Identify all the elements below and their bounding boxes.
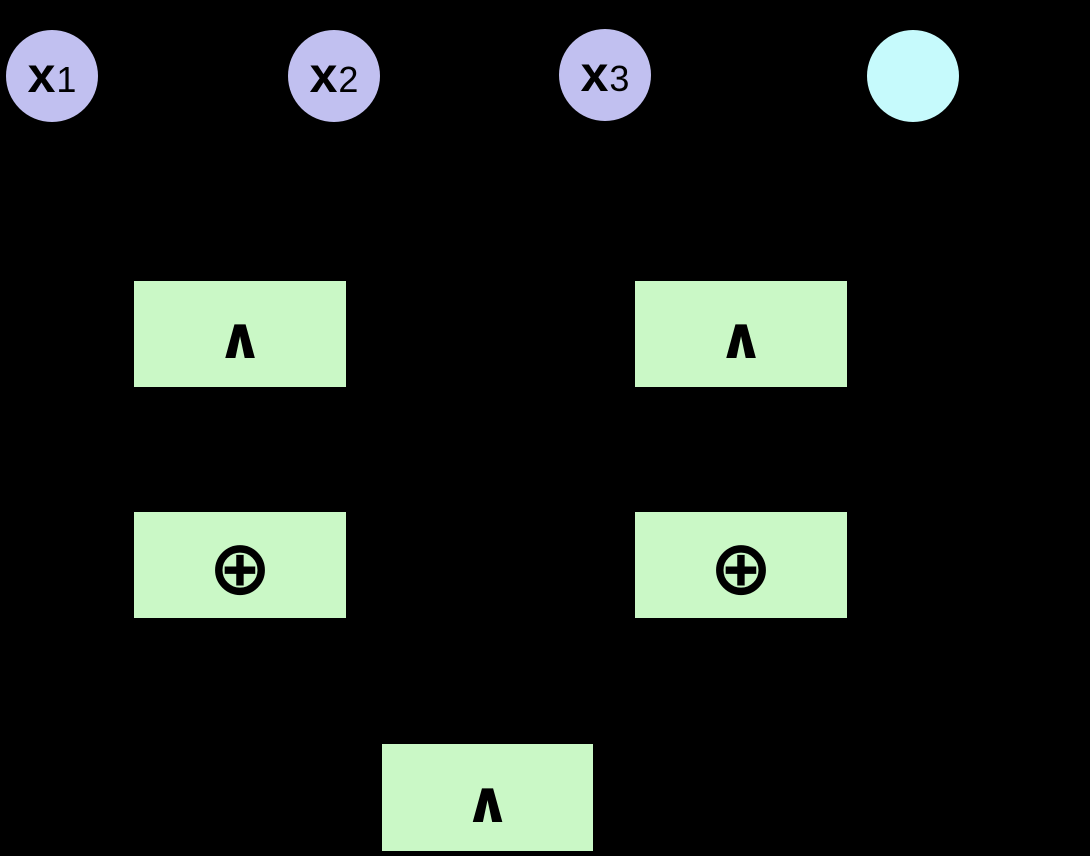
and-icon: ∧ (463, 767, 512, 836)
xor-gate-left: ⊕ (134, 512, 346, 618)
output-node (867, 30, 959, 122)
and-icon: ∧ (717, 304, 765, 372)
and-gate-left: ∧ (134, 281, 346, 387)
node-label-base: x (309, 47, 338, 103)
node-label-subscript: 3 (609, 58, 630, 99)
xor-gate-right: ⊕ (635, 512, 847, 618)
xor-icon: ⊕ (208, 523, 272, 612)
and-icon: ∧ (216, 304, 264, 372)
and-gate-bottom: ∧ (382, 744, 593, 851)
and-gate-right: ∧ (635, 281, 847, 387)
node-label-base: x (580, 46, 609, 102)
node-label-subscript: 2 (338, 59, 359, 100)
node-label-subscript: 1 (56, 59, 77, 100)
node-label-base: x (27, 47, 56, 103)
xor-icon: ⊕ (709, 523, 773, 612)
